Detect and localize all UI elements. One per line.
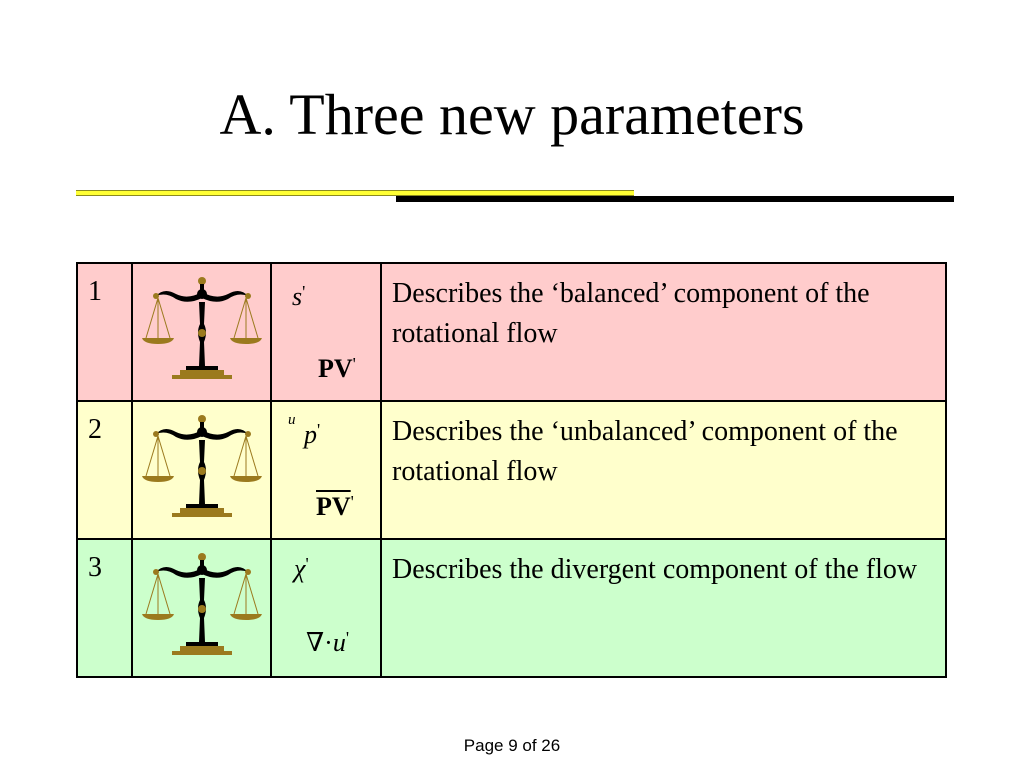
- symbol-top: χ: [294, 554, 306, 583]
- balance-scale-icon: [141, 277, 262, 379]
- parameter-symbol: χ' ∇·u': [270, 538, 382, 678]
- symbol-superscript: u: [288, 412, 296, 428]
- balance-scale-icon: [141, 415, 262, 517]
- row-description: Describes the divergent component of the…: [380, 538, 947, 678]
- symbol-bottom-prime: ': [352, 354, 356, 374]
- symbol-top: s: [292, 282, 303, 311]
- symbol-bottom: PV: [318, 354, 353, 383]
- parameters-table: 1 s' PV' Describes the ‘balanced’ compon…: [76, 262, 947, 678]
- balance-scale-icon: [141, 553, 262, 655]
- symbol-bottom-dot: ·: [324, 628, 333, 657]
- table-row: 2 u p' PV' Describes the ‘unbalanced’ co…: [76, 400, 947, 540]
- symbol-bottom: u: [332, 628, 346, 657]
- symbol-top: p: [304, 420, 317, 449]
- title-underline-yellow: [76, 190, 634, 196]
- row-description: Describes the ‘balanced’ component of th…: [380, 262, 947, 402]
- symbol-top-prime: ': [302, 282, 306, 302]
- row-number: 3: [76, 538, 133, 678]
- symbol-top-prime: ': [317, 420, 321, 440]
- slide-title: A. Three new parameters: [219, 82, 805, 147]
- row-description: Describes the ‘unbalanced’ component of …: [380, 400, 947, 540]
- table-row: 1 s' PV' Describes the ‘balanced’ compon…: [76, 262, 947, 402]
- parameter-symbol: u p' PV': [270, 400, 382, 540]
- parameter-symbol: s' PV': [270, 262, 382, 402]
- symbol-top-prime: ': [305, 554, 309, 574]
- title-underline-black: [396, 196, 954, 202]
- row-number: 2: [76, 400, 133, 540]
- row-number: 1: [76, 262, 133, 402]
- table-row: 3 χ' ∇·u' Describes the divergent compon…: [76, 538, 947, 678]
- page-number: Page 9 of 26: [463, 736, 561, 755]
- symbol-bottom-nabla: ∇: [306, 628, 325, 657]
- symbol-bottom-prime: ': [345, 628, 350, 648]
- symbol-bottom-prime: ': [350, 492, 354, 512]
- symbol-bottom: PV: [316, 492, 351, 521]
